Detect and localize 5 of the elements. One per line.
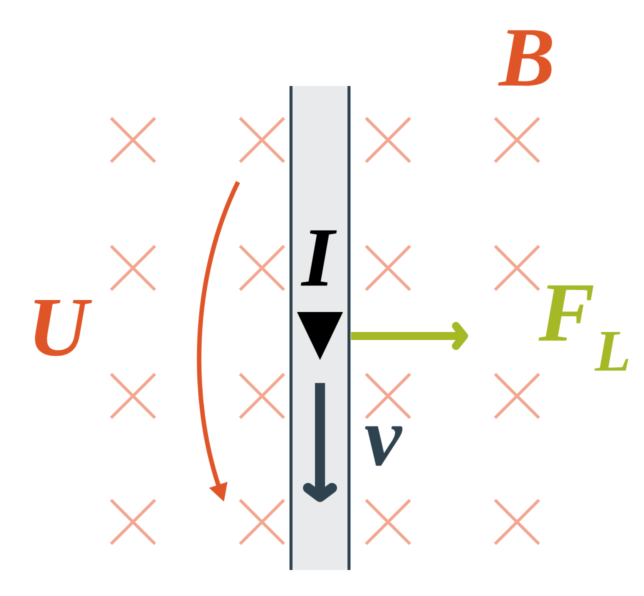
symbol-label: U: [34, 300, 92, 356]
symbol-label: v: [365, 426, 402, 466]
symbol-label: B: [498, 30, 552, 86]
symbol-label: F$_{L}$: [538, 285, 628, 371]
symbol-label: I: [300, 230, 337, 286]
